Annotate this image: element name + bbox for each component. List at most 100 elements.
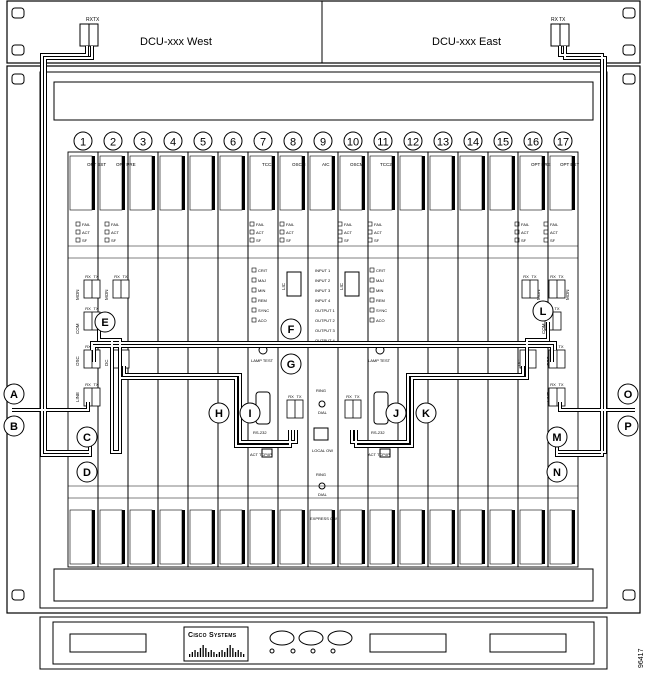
callout-k: K [415,402,437,424]
svg-text:TX: TX [558,382,563,387]
slot-number-label: 13 [437,137,449,149]
svg-text:FAIL: FAIL [111,222,120,227]
callout-a: A [3,383,25,405]
slot-number-label: 2 [110,137,116,149]
svg-text:INPUT 3: INPUT 3 [315,288,331,293]
svg-text:G: G [287,359,296,371]
svg-text:FAIL: FAIL [374,222,383,227]
svg-text:RING: RING [316,388,326,393]
svg-text:RX: RX [85,344,91,349]
slot-number-2 [103,131,123,151]
slot-number-label: 3 [140,137,146,149]
callout-e: E [94,311,116,333]
svg-text:L: L [540,306,547,318]
dcu-east-label: DCU-xxx East [432,36,501,48]
slot-number-label: 12 [407,137,419,149]
svg-text:MON: MON [75,290,80,301]
slot-number-8 [283,131,303,151]
slot-number-label: 6 [230,137,236,149]
slot-number-label: 5 [200,137,206,149]
svg-text:TX: TX [531,274,536,279]
svg-text:DC: DC [517,359,522,366]
svg-text:ACT: ACT [344,230,353,235]
svg-text:RS-232: RS-232 [371,430,385,435]
svg-text:SF: SF [111,238,117,243]
slot-number-7 [253,131,273,151]
svg-text:SYNC: SYNC [376,308,387,313]
slot-17: 17 [547,131,579,568]
svg-text:LAMP TEST: LAMP TEST [251,358,274,363]
svg-text:AIC: AIC [322,162,330,167]
slot-number-3 [133,131,153,151]
svg-text:MIN: MIN [376,288,383,293]
svg-text:COM: COM [75,323,80,334]
slot-number-17 [553,131,573,151]
slot-1-opt-bst: OPT BST FAIL ACT SF MON COM OSC LINE [75,162,106,402]
svg-text:FAIL: FAIL [82,222,91,227]
slot-number-label: 9 [320,137,326,149]
svg-text:FAIL: FAIL [550,222,559,227]
slot-number-5 [193,131,213,151]
svg-text:RING: RING [316,472,326,477]
dcu-east-port [550,23,570,47]
svg-text:TX: TX [554,306,559,311]
svg-text:RX: RX [346,394,352,399]
svg-text:SF: SF [521,238,527,243]
svg-text:OUTPUT 3: OUTPUT 3 [315,328,335,333]
slot-7-tcc2: TCC2 FAIL ACT SF CRIT MAJ MIN REM SYNC A… [249,162,274,458]
slot-16-opt-pre: OPT PRE FAIL ACT SF MON DC [514,162,551,366]
svg-text:SF: SF [374,238,380,243]
svg-text:LIC: LIC [339,282,344,290]
slot-number-15 [493,131,513,151]
svg-text:ACT: ACT [550,230,559,235]
svg-text:MON: MON [104,290,109,301]
svg-text:B: B [10,421,18,433]
callout-o: O [617,383,639,405]
svg-text:TX: TX [559,17,566,23]
svg-text:RX: RX [550,382,556,387]
svg-text:EXPRESS OW: EXPRESS OW [310,516,337,521]
callout-d: D [76,461,98,483]
svg-text:ACT: ACT [82,230,91,235]
dcu-shelf [6,0,641,64]
slot-number-11 [373,131,393,151]
dcu-west-port [79,23,99,47]
dcu-west-label: DCU-xxx West [140,36,212,48]
svg-text:K: K [422,408,430,420]
callout-f: F [280,318,302,340]
svg-text:RX: RX [85,274,91,279]
svg-text:SF: SF [82,238,88,243]
svg-text:LAMP TEST: LAMP TEST [368,358,391,363]
svg-text:OPT BST: OPT BST [560,162,579,167]
svg-text:FAIL: FAIL [286,222,295,227]
callout-p: P [617,415,639,437]
svg-text:DIAL: DIAL [318,410,328,415]
svg-text:LOCAL OW: LOCAL OW [312,448,333,453]
svg-text:OPT PRE: OPT PRE [531,162,551,167]
callout-c: C [76,426,98,448]
svg-text:SF: SF [344,238,350,243]
slot-number-label: 11 [377,137,388,149]
svg-text:RX: RX [550,274,556,279]
fan-tray [39,616,608,670]
svg-text:OSC: OSC [75,355,80,366]
slot-14: 14 [457,131,489,568]
callout-i: I [239,402,261,424]
slot-number-label: 15 [497,137,509,149]
slot-10: 10 [337,131,369,568]
svg-text:CRIT: CRIT [258,268,268,273]
svg-text:ACT: ACT [374,230,383,235]
svg-text:OSCM: OSCM [292,162,306,167]
svg-text:ACT TCP/IP: ACT TCP/IP [368,452,390,457]
slot-number-label: 10 [347,137,359,149]
slot-number-10 [343,131,363,151]
slot-2-opt-pre: OPT PRE FAIL ACT SF MON DC [104,162,136,366]
svg-text:RX: RX [551,17,559,23]
slot-10-oscm: OSCM FAIL ACT SF LIC [337,162,364,297]
